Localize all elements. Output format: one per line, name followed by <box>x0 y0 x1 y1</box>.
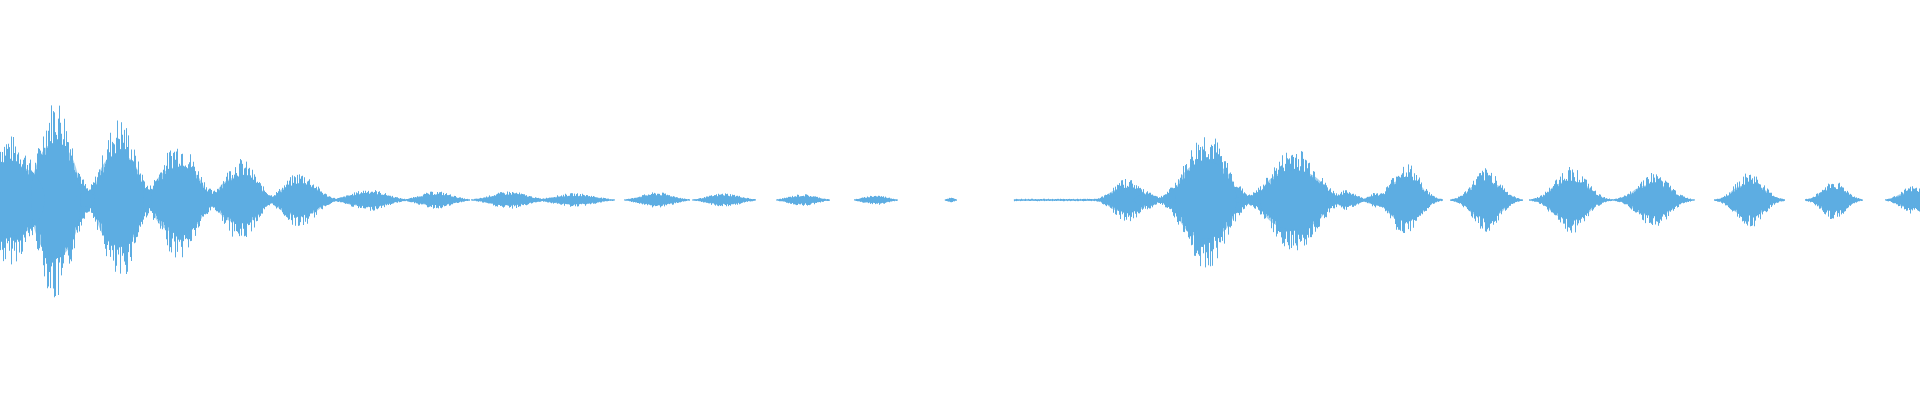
waveform-burst-13 <box>781 196 825 204</box>
waveform-burst-27 <box>1727 184 1771 216</box>
waveform-burst-10 <box>543 196 605 204</box>
waveform-burst-14 <box>857 197 894 203</box>
waveform-burst-12 <box>699 196 749 204</box>
waveform-burst-28 <box>1815 189 1852 211</box>
waveform-burst-17 <box>1133 194 1159 206</box>
waveform-burst-11 <box>632 195 682 205</box>
waveform-burst-20 <box>1260 170 1328 230</box>
waveform-burst-22 <box>1364 195 1389 205</box>
waveform-burst-7 <box>341 193 397 207</box>
waveform-burst-9 <box>481 195 537 205</box>
waveform-burst-16 <box>1105 187 1149 213</box>
waveform-burst-18 <box>1175 161 1237 239</box>
waveform-burst-23 <box>1383 179 1427 221</box>
waveform-burst-6 <box>274 184 325 216</box>
waveform-burst-25 <box>1546 181 1596 219</box>
waveform-burst-21 <box>1330 194 1362 206</box>
waveform-burst-15 <box>944 198 957 202</box>
waveform-burst-19 <box>1233 196 1259 204</box>
waveform-burst-8 <box>411 195 461 205</box>
waveform-burst-24 <box>1464 182 1508 218</box>
waveform-samples <box>0 105 1920 298</box>
waveform-burst-29 <box>1893 192 1920 208</box>
waveform-burst-1 <box>31 142 81 258</box>
waveform-burst-3 <box>94 153 144 247</box>
waveform-burst-5 <box>215 176 265 224</box>
waveform-burst-4 <box>151 167 207 233</box>
waveform-burst-26 <box>1628 184 1678 216</box>
waveform-burst-2 <box>74 193 99 207</box>
